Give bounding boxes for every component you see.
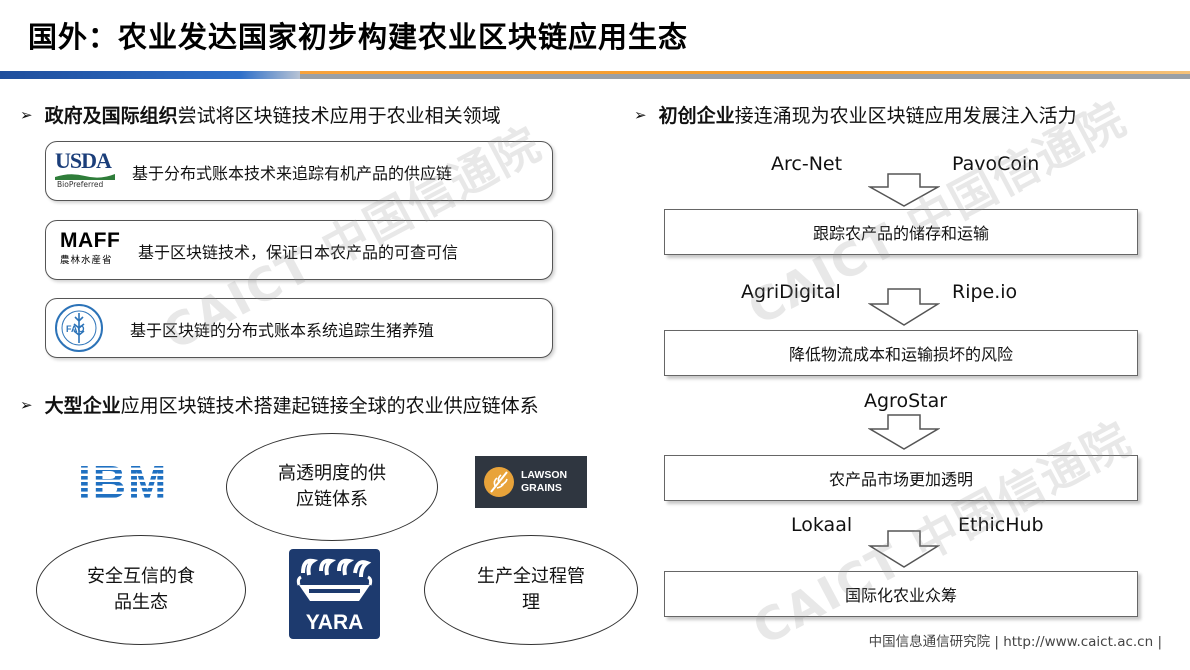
corp-heading: ➢ 大型企业应用区块链技术搭建起链接全球的农业供应链体系 <box>20 391 539 418</box>
lawson-logo-line1: LAWSON <box>521 469 568 481</box>
usda-logo-text: USDA <box>55 148 112 173</box>
ibm-logo: IBM <box>78 458 168 502</box>
usda-logo: USDA BioPreferred <box>55 148 117 192</box>
bullet-arrow-icon: ➢ <box>634 106 647 124</box>
ibm-logo-text: IBM <box>78 458 168 502</box>
gov-item-text: 基于区块链的分布式账本系统追踪生猪养殖 <box>130 321 435 340</box>
header-bar-blue <box>0 71 300 79</box>
gov-heading: ➢ 政府及国际组织尝试将区块链技术应用于农业相关领域 <box>20 101 501 128</box>
flow-box-logistics: 降低物流成本和运输损坏的风险 <box>664 330 1138 376</box>
company-pavocoin: PavoCoin <box>952 153 1040 175</box>
company-agrostar: AgroStar <box>864 390 948 412</box>
bullet-arrow-icon: ➢ <box>20 106 33 124</box>
startup-heading-bold: 初创企业 <box>658 105 735 127</box>
flow-box-tracking: 跟踪农产品的储存和运输 <box>664 209 1138 255</box>
gov-item-fao: FAO 基于区块链的分布式账本系统追踪生猪养殖 <box>45 298 553 358</box>
yara-logo-text: YARA <box>305 611 364 634</box>
down-arrow-icon <box>868 414 940 450</box>
lawson-logo-line2: GRAINS <box>521 482 562 494</box>
down-arrow-icon <box>868 530 940 568</box>
ellipse-line: 高透明度的供 <box>278 463 386 484</box>
down-arrow-icon <box>868 173 940 207</box>
ellipse-line: 应链体系 <box>296 489 368 510</box>
yara-logo: YARA <box>289 549 380 639</box>
flow-box-crowdfunding: 国际化农业众筹 <box>664 571 1138 617</box>
corp-heading-rest: 应用区块链技术搭建起链接全球的农业供应链体系 <box>120 395 539 417</box>
ellipse-line: 安全互信的食 <box>87 566 195 587</box>
bullet-arrow-icon: ➢ <box>20 396 33 414</box>
gov-item-maff: MAFF 農林水産省 基于区块链技术，保证日本农产品的可查可信 <box>45 220 553 280</box>
corp-heading-bold: 大型企业 <box>44 395 121 417</box>
company-lokaal: Lokaal <box>791 514 853 536</box>
startup-heading: ➢ 初创企业接连涌现为农业区块链应用发展注入活力 <box>634 101 1077 128</box>
gov-heading-bold: 政府及国际组织 <box>44 105 178 127</box>
fao-logo: FAO <box>55 304 103 352</box>
company-ripe-io: Ripe.io <box>952 281 1018 303</box>
flow-box-transparency: 农产品市场更加透明 <box>664 455 1138 501</box>
startup-heading-rest: 接连涌现为农业区块链应用发展注入活力 <box>734 105 1077 127</box>
gov-item-text: 基于区块链技术，保证日本农产品的可查可信 <box>138 243 459 262</box>
page-title: 国外：农业发达国家初步构建农业区块链应用生态 <box>28 20 689 54</box>
viking-ship-icon <box>296 558 373 601</box>
gov-heading-rest: 尝试将区块链技术应用于农业相关领域 <box>177 105 501 127</box>
ellipse-line: 品生态 <box>114 592 168 613</box>
gov-item-usda: USDA BioPreferred 基于分布式账本技术来追踪有机产品的供应链 <box>45 141 553 201</box>
company-arc-net: Arc-Net <box>771 153 843 175</box>
ellipse-line: 理 <box>522 592 540 613</box>
down-arrow-icon <box>868 288 940 326</box>
company-agridigital: AgriDigital <box>741 281 841 303</box>
ellipse-food-trust-ecosystem: 安全互信的食品生态 <box>36 535 246 645</box>
maff-logo-sub: 農林水産省 <box>60 255 113 266</box>
wheat-icon <box>484 467 514 497</box>
ellipse-line: 生产全过程管 <box>477 566 585 587</box>
gov-item-text: 基于分布式账本技术来追踪有机产品的供应链 <box>132 164 453 183</box>
fao-logo-text: FAO <box>66 324 85 334</box>
footer-source: 中国信息通信研究院 | http://www.caict.ac.cn | <box>868 634 1162 650</box>
usda-wave-icon <box>55 174 115 180</box>
ellipse-production-management: 生产全过程管理 <box>424 535 638 645</box>
header-bar-grey <box>0 71 1190 79</box>
lawson-grains-logo: LAWSON GRAINS <box>475 456 587 508</box>
company-ethichub: EthicHub <box>958 514 1044 536</box>
maff-logo-text: MAFF <box>60 229 121 252</box>
ellipse-transparent-supply-chain: 高透明度的供应链体系 <box>226 433 438 541</box>
header-bar-orange <box>300 71 1190 74</box>
usda-logo-sub: BioPreferred <box>57 180 104 189</box>
maff-logo: MAFF 農林水産省 <box>60 229 120 266</box>
